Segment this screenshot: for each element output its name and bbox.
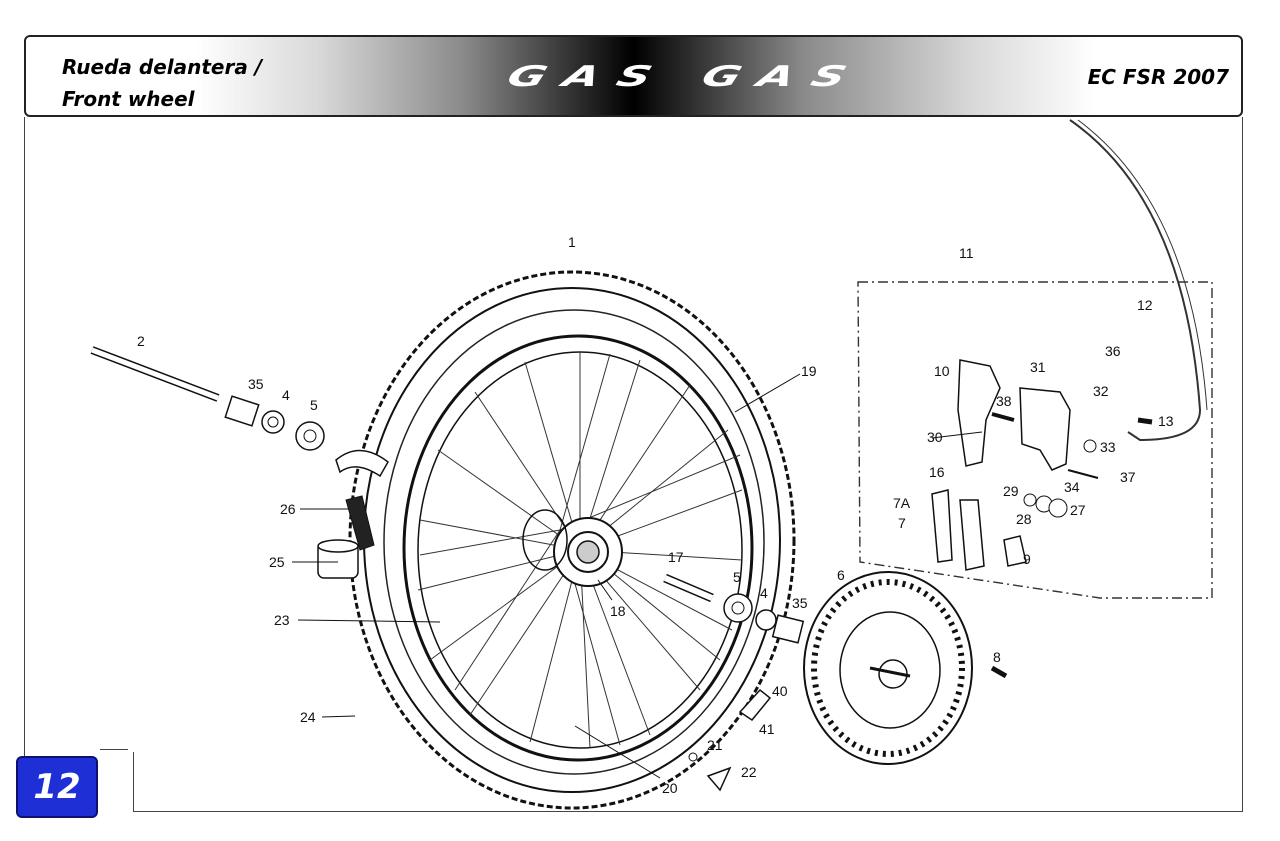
frame-bottom-line <box>133 811 1243 812</box>
callout-30: 30 <box>927 429 943 445</box>
hub <box>522 509 623 587</box>
callout-29: 29 <box>1003 483 1019 499</box>
rim-tape-strip <box>335 449 389 478</box>
leader-lines <box>292 373 983 779</box>
title-spanish: Rueda delantera / <box>62 55 263 79</box>
callout-17: 17 <box>668 549 684 565</box>
frame-tab-side-line <box>133 752 134 812</box>
inner-tube-piece <box>345 495 375 551</box>
bleed-33 <box>1083 439 1097 453</box>
callout-27: 27 <box>1070 502 1086 518</box>
callout-21: 21 <box>707 737 723 753</box>
seal-right <box>755 609 777 631</box>
callout-8: 8 <box>993 649 1001 665</box>
callout-20: 20 <box>662 780 678 796</box>
caliper-body <box>1019 387 1071 471</box>
callout-9: 9 <box>1023 551 1031 567</box>
callout-7: 7 <box>898 515 906 531</box>
piston-27 <box>1048 498 1068 518</box>
callout-12: 12 <box>1137 297 1153 313</box>
callout-11: 11 <box>959 245 974 261</box>
frame-right-line <box>1242 117 1243 812</box>
brake-disc <box>803 571 973 765</box>
callout-31: 31 <box>1030 359 1046 375</box>
callout-7A: 7A <box>893 495 911 511</box>
spacer-left <box>224 395 260 427</box>
callout-36: 36 <box>1105 343 1121 359</box>
page-number-badge: 12 <box>16 756 98 818</box>
axle <box>90 346 220 402</box>
callout-5: 5 <box>310 397 318 413</box>
nut-21 <box>688 752 698 762</box>
caliper-bolt-38 <box>991 412 1015 422</box>
brake-pad-right <box>959 499 985 571</box>
frame-left-line <box>24 117 25 757</box>
callout-35-right: 35 <box>792 595 808 611</box>
callout-40: 40 <box>772 683 788 699</box>
bracket-22 <box>706 766 732 792</box>
callout-1: 1 <box>568 234 576 250</box>
callout-13: 13 <box>1158 413 1174 429</box>
callout-35: 35 <box>248 376 264 392</box>
header-banner: Rueda delantera / Front wheel GAS GAS EC… <box>24 35 1243 117</box>
callout-5-right: 5 <box>733 569 741 585</box>
pad-spring <box>1003 535 1027 567</box>
frame-tab-top-line <box>100 749 128 750</box>
callout-24: 24 <box>300 709 316 725</box>
callout-16: 16 <box>929 464 945 480</box>
caliper-bracket <box>957 359 1001 467</box>
callout-34: 34 <box>1064 479 1080 495</box>
callout-4: 4 <box>282 387 290 403</box>
callout-labels: 1 2 35 4 5 19 26 25 17 5 4 35 18 23 24 2… <box>137 234 1174 796</box>
callout-41: 41 <box>759 721 775 737</box>
brake-hose <box>1069 119 1202 442</box>
callout-6: 6 <box>837 567 845 583</box>
callout-10: 10 <box>934 363 950 379</box>
callout-25: 25 <box>269 554 285 570</box>
disc-bolt <box>990 665 1008 679</box>
callout-18: 18 <box>610 603 626 619</box>
callout-33: 33 <box>1100 439 1116 455</box>
model-name: EC FSR 2007 <box>1087 65 1229 89</box>
callout-23: 23 <box>274 612 290 628</box>
callout-22: 22 <box>741 764 757 780</box>
piston-seal-29 <box>1023 493 1037 507</box>
callout-38: 38 <box>996 393 1012 409</box>
title-english: Front wheel <box>62 87 195 111</box>
callout-19: 19 <box>801 363 817 379</box>
caliper-group-box <box>857 281 1213 599</box>
callout-37: 37 <box>1120 469 1136 485</box>
callout-32: 32 <box>1093 383 1109 399</box>
callout-26: 26 <box>280 501 296 517</box>
bracket-41 <box>738 688 772 722</box>
brake-pad-left <box>931 489 953 563</box>
callout-28: 28 <box>1016 511 1032 527</box>
banjo-bolt-13 <box>1137 417 1153 425</box>
callout-4-right: 4 <box>760 585 768 601</box>
pin-34 <box>1067 469 1099 479</box>
callout-2: 2 <box>137 333 145 349</box>
spacer-right <box>771 614 805 644</box>
